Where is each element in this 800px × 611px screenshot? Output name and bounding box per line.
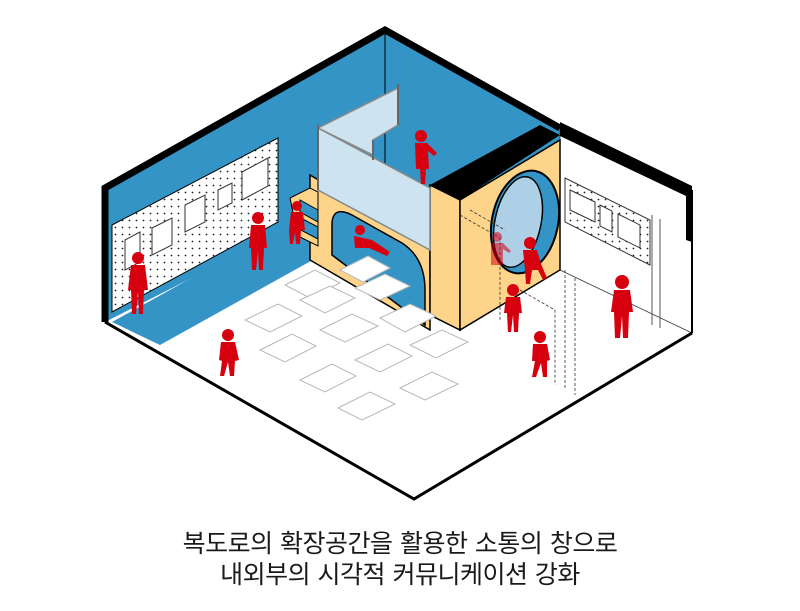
loft-right-block-front (429, 183, 461, 332)
person-window-shadow (491, 232, 511, 265)
person-corridor-1 (504, 284, 522, 332)
right-wall-top-edge (560, 122, 692, 242)
pinboard-right-frames (569, 189, 641, 249)
loft-top-black (430, 125, 560, 200)
pinboard-frames (124, 157, 269, 271)
person-corridor-2 (532, 331, 550, 377)
blue-floor-strip (112, 218, 345, 345)
floor-edge (104, 320, 693, 501)
person-classroom (219, 329, 239, 376)
person-reclining (354, 225, 390, 256)
desk-rows (243, 255, 470, 421)
wall-top-edge-left (101, 25, 562, 322)
caption-line-1: 복도로의 확장공간을 활용한 소통의 창으로 (182, 529, 618, 558)
caption-line-2: 내외부의 시각적 커뮤니케이션 강화 (220, 560, 580, 589)
person-left-wall-2 (249, 212, 267, 270)
caption: 복도로의 확장공간을 활용한 소통의 창으로 내외부의 시각적 커뮤니케이션 강… (0, 528, 800, 590)
person-window-sitting (523, 237, 547, 284)
person-loft (415, 130, 437, 184)
person-left-wall-1 (128, 252, 148, 314)
isometric-classroom-illustration (101, 25, 693, 501)
loft-glass-railing-back (316, 86, 399, 157)
person-corridor-3 (611, 275, 633, 338)
people-silhouettes (128, 130, 633, 377)
person-stairs (289, 201, 305, 244)
